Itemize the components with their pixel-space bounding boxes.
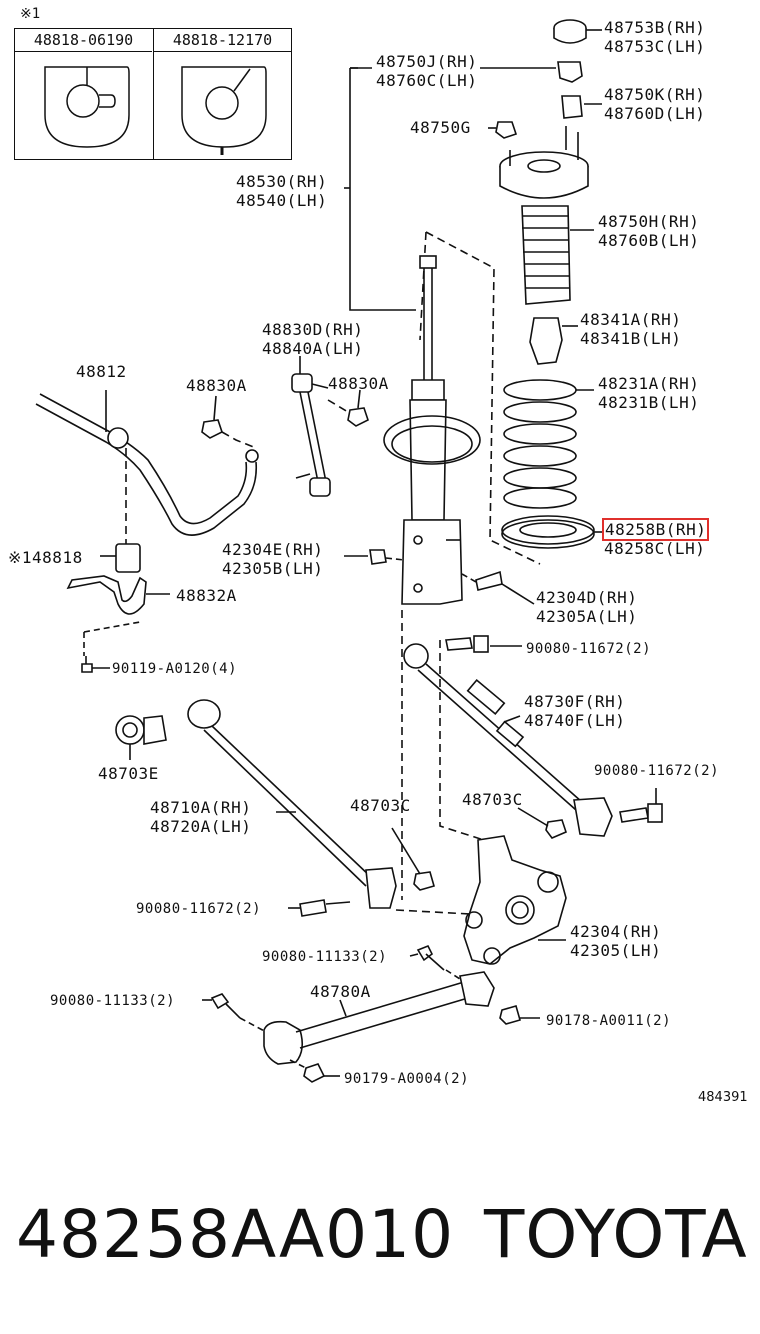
spring-insulator-icon — [501, 515, 595, 549]
label-48753[interactable]: 48753B(RH)48753C(LH) — [604, 18, 706, 56]
label-48750g[interactable]: 48750G — [410, 118, 471, 137]
bushing-variant-right-icon — [181, 66, 267, 155]
label-42304[interactable]: 42304(RH)42305(LH) — [570, 922, 662, 960]
label-48703c-right[interactable]: 48703C — [462, 790, 523, 809]
lower-arm-icon — [263, 971, 495, 1065]
dust-boot-icon — [521, 205, 571, 305]
label-48750h[interactable]: 48750H(RH)48760B(LH) — [598, 212, 700, 250]
label-48832a[interactable]: 48832A — [176, 586, 237, 605]
footer-part-number: 48258AA010 — [16, 1196, 455, 1273]
upper-cap-icon — [553, 19, 587, 44]
label-90080-c[interactable]: 90080-11672(2) — [136, 901, 262, 917]
diagram-id: 484391 — [698, 1090, 748, 1105]
inset-left-part-number: 48818-06190 — [15, 31, 152, 52]
label-48830a-left[interactable]: 48830A — [186, 376, 247, 395]
label-90119[interactable]: 90119-A0120(4) — [112, 661, 238, 677]
label-48258[interactable]: 48258B(RH) 48258C(LH) — [601, 518, 710, 558]
label-90080-a[interactable]: 90080-11672(2) — [526, 641, 652, 657]
bushing-variant-left-icon — [44, 66, 130, 148]
label-90178[interactable]: 90178-A0011(2) — [546, 1013, 672, 1029]
label-48710a[interactable]: 48710A(RH)48720A(LH) — [150, 798, 252, 836]
lateral-link-icon — [403, 643, 613, 837]
inset-variant-left[interactable]: 48818-06190 — [15, 29, 152, 159]
note-mark: ※1 — [20, 6, 41, 22]
label-48750j[interactable]: 48750J(RH)48760C(LH) — [376, 52, 478, 90]
label-90179[interactable]: 90179-A0004(2) — [344, 1071, 470, 1087]
label-90080-d[interactable]: 90080-11133(2) — [262, 949, 388, 965]
label-48750k[interactable]: 48750K(RH)48760D(LH) — [604, 85, 706, 123]
label-48818[interactable]: ※148818 — [8, 548, 83, 567]
label-48812[interactable]: 48812 — [76, 362, 127, 381]
label-42304d[interactable]: 42304D(RH)42305A(LH) — [536, 588, 638, 626]
label-48258b-rh-highlighted[interactable]: 48258B(RH) — [601, 518, 710, 541]
label-90080-b[interactable]: 90080-11672(2) — [594, 763, 720, 779]
label-48703c-left[interactable]: 48703C — [350, 796, 411, 815]
footer-brand: TOYOTA — [484, 1196, 748, 1273]
label-48341[interactable]: 48341A(RH)48341B(LH) — [580, 310, 682, 348]
upper-support-icon — [499, 126, 589, 199]
label-42304e[interactable]: 42304E(RH)42305B(LH) — [222, 540, 324, 578]
stabilizer-bar-icon — [35, 393, 259, 536]
label-48830a-right[interactable]: 48830A — [328, 374, 389, 393]
exploded-diagram — [35, 19, 663, 1083]
bushing-48703e-icon — [115, 715, 167, 745]
label-90080-e[interactable]: 90080-11133(2) — [50, 993, 176, 1009]
label-48530[interactable]: 48530(RH)48540(LH) — [236, 172, 328, 210]
inset-variants-box: 48818-06190 48818-12170 — [14, 28, 292, 160]
coil-spring-icon — [503, 379, 577, 509]
inset-variant-right[interactable]: 48818-12170 — [153, 29, 291, 159]
shock-absorber-icon — [383, 255, 481, 605]
knuckle-icon — [463, 835, 567, 965]
label-48730f[interactable]: 48730F(RH)48740F(LH) — [524, 692, 626, 730]
label-48703e[interactable]: 48703E — [98, 764, 159, 783]
inset-right-part-number: 48818-12170 — [154, 31, 291, 52]
stabilizer-link-icon — [291, 373, 331, 497]
upper-arm-icon — [187, 699, 397, 909]
label-48231[interactable]: 48231A(RH)48231B(LH) — [598, 374, 700, 412]
label-48830d[interactable]: 48830D(RH)48840A(LH) — [262, 320, 364, 358]
label-48780a[interactable]: 48780A — [310, 982, 371, 1001]
